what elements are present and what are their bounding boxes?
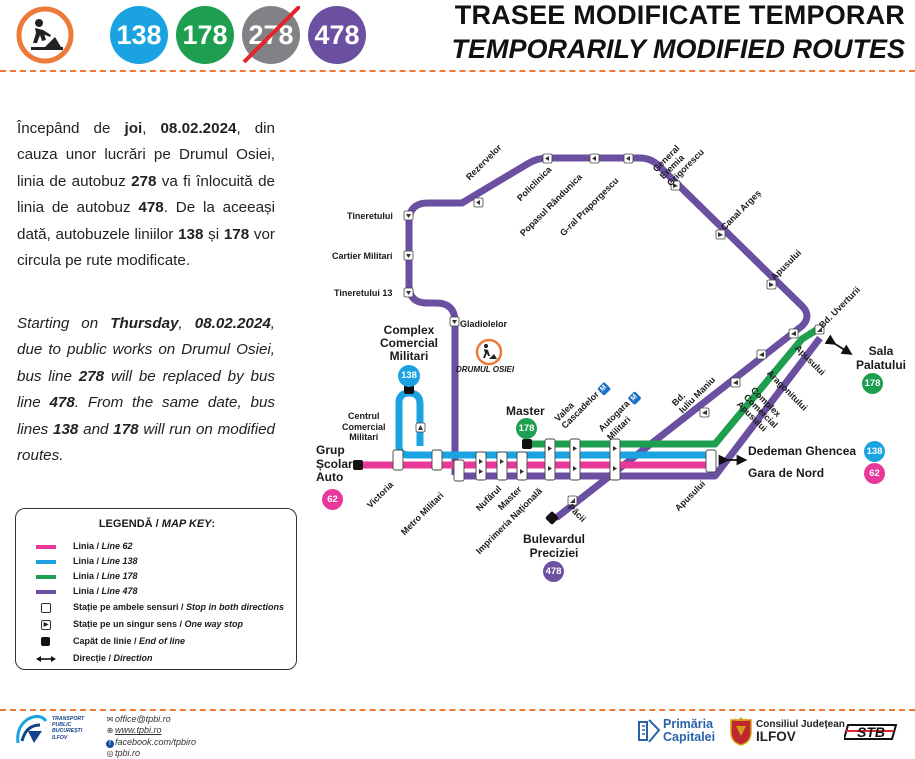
consiliul-ilfov-text: Consiliul Județean ILFOV (756, 719, 845, 744)
email-link[interactable]: office@tpbi.ro (115, 714, 171, 724)
terminal-badge-62-grup: 62 (322, 489, 343, 510)
stop-tineretului: Tineretului (347, 211, 393, 221)
line-278-badge-suspended: 278 (242, 6, 300, 64)
legend-title: LEGENDĂ / MAP KEY: (98, 518, 216, 530)
facebook-icon: f (106, 739, 114, 748)
footer-divider (0, 709, 915, 711)
notice-english: Starting on Thursday, 08.02.2024, due to… (17, 315, 276, 465)
map-legend: LEGENDĂ / MAP KEY: Linia / Line 62 Linia… (15, 508, 297, 670)
terminal-label-gara-de-nord: Gara de Nord (748, 466, 825, 480)
terminal-badge-478-preciziei: 478 (543, 561, 564, 582)
trunk-direction-marks (479, 446, 617, 474)
web-icon: ⊕ (106, 726, 114, 736)
line-478-badge: 478 (308, 6, 366, 64)
terminal-badge-138-dedeman: 138 (864, 441, 885, 462)
route-map (353, 153, 853, 525)
instagram-icon: ◎ (106, 748, 114, 758)
route-138-loop (408, 389, 424, 446)
stop-gladiolelor: Gladiolelor (460, 319, 508, 329)
strike-through-icon (242, 6, 300, 64)
route-178 (527, 326, 820, 448)
title-romanian: TRASEE MODIFICATE TEMPORAR (454, 0, 905, 30)
stop-tineretului-13: Tineretului 13 (334, 288, 393, 298)
terminal-badge-62-gara: 62 (864, 463, 885, 484)
map-works-label: DRUMUL OSIEI (456, 365, 515, 374)
terminal-badge-138-complex: 138 (398, 365, 420, 387)
primaria-capitalei-logo (637, 718, 661, 744)
road-works-icon (15, 5, 75, 65)
terminal-preciziei (545, 511, 559, 525)
consiliul-ilfov-crest (729, 716, 753, 746)
terminal-label-master: Master (506, 404, 545, 418)
tpbi-logo (14, 713, 50, 747)
stop-cartier-militari: Cartier Militari (332, 251, 393, 261)
map-road-works-icon (475, 338, 503, 366)
notice-romanian: Începând de joi, 08.02.2024, din cauza u… (17, 120, 275, 270)
two-way-stop-icon (41, 603, 51, 613)
email-icon: ✉ (106, 715, 114, 724)
instagram-link[interactable]: tpbi.ro (115, 747, 141, 758)
facebook-link[interactable]: facebook.com/tpbiro (115, 736, 197, 747)
terminal-grup-scolar (353, 460, 363, 470)
terminal-label-dedeman-ghencea: Dedeman Ghencea (748, 444, 857, 458)
direction-arrow-icon (36, 656, 56, 662)
line-138-badge: 138 (110, 6, 168, 64)
one-way-stop-arrows (406, 156, 822, 503)
route-138 (395, 389, 715, 459)
line-178-badge: 178 (176, 6, 234, 64)
one-way-stop-icon: ▶ (41, 620, 51, 630)
two-way-stops (392, 438, 717, 482)
end-of-line-icon (41, 637, 50, 646)
title-english: TEMPORARILY MODIFIED ROUTES (451, 34, 905, 64)
terminal-master (522, 439, 532, 449)
route-478 (405, 154, 811, 521)
header-divider (0, 70, 915, 72)
terminal-badge-178-sala: 178 (862, 373, 883, 394)
stb-logo: STB (842, 721, 898, 743)
web-link[interactable]: www.tpbi.ro (115, 725, 162, 736)
terminal-badge-178-master: 178 (516, 418, 537, 439)
direction-arrow-sala (824, 334, 853, 355)
